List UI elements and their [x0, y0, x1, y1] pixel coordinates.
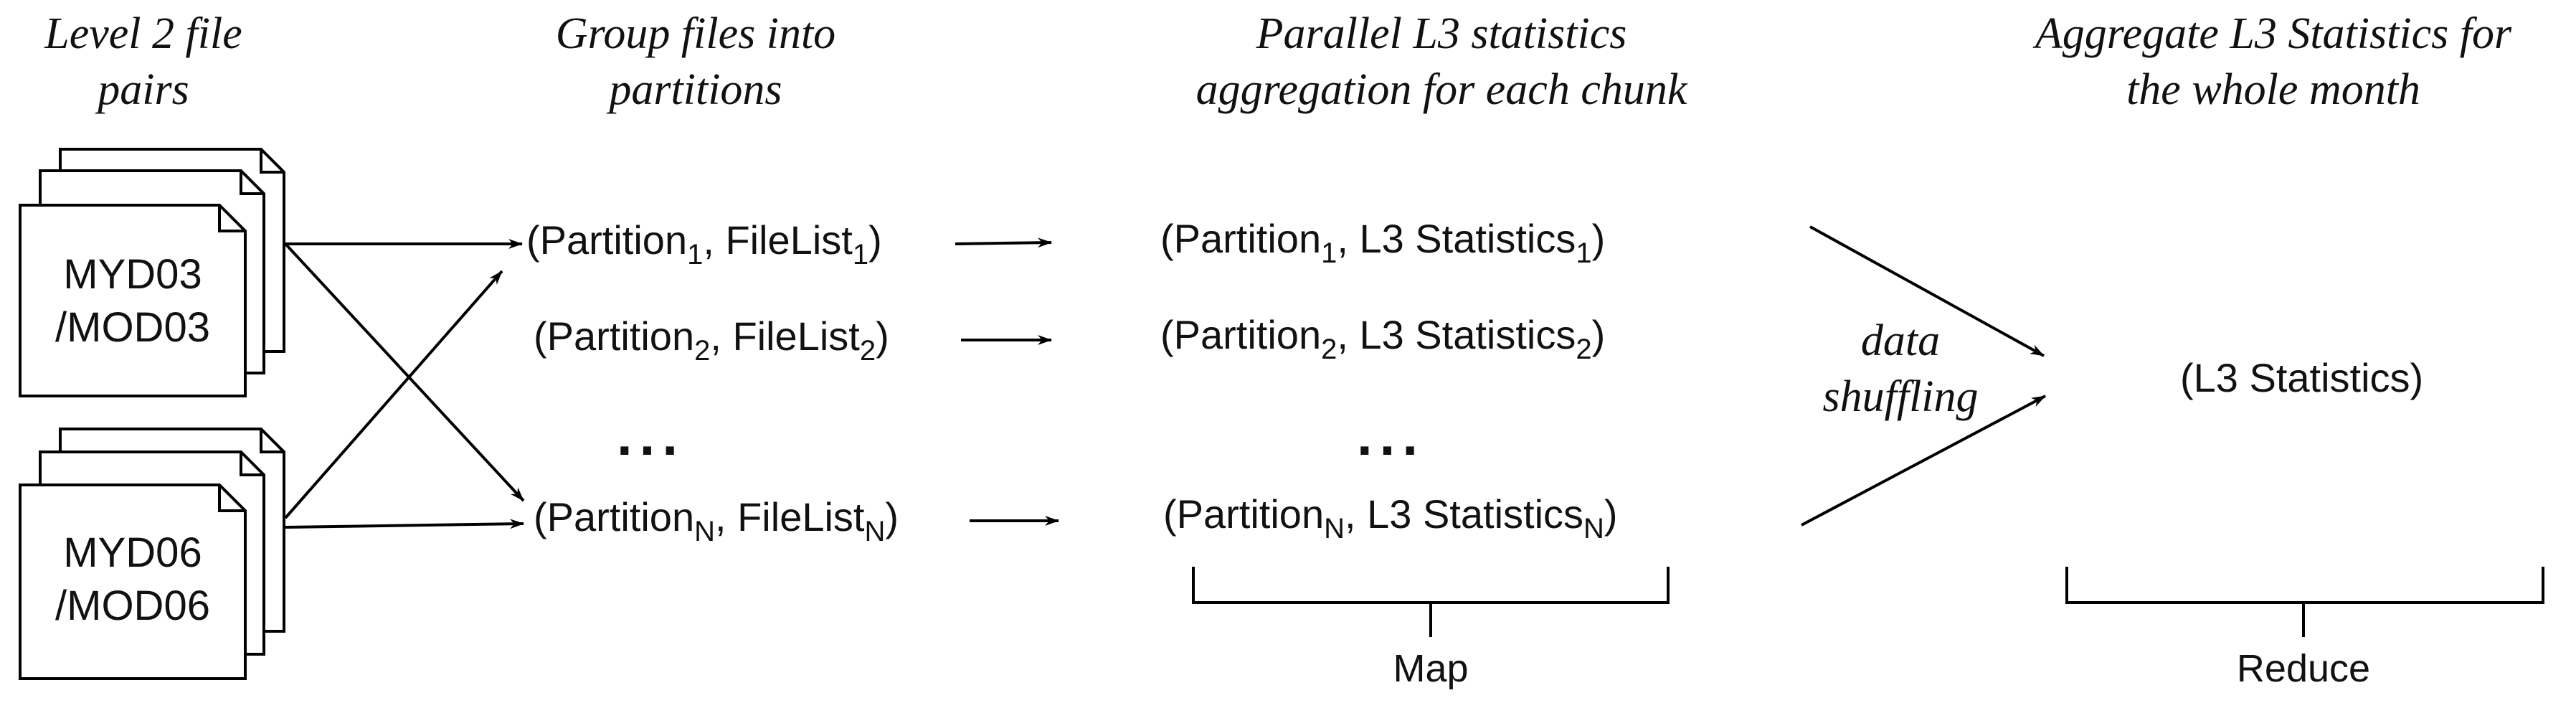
partition-2-open: (Partition [534, 313, 695, 359]
statistics-ellipsis: ... [1357, 404, 1426, 467]
doc-myd03-line1: MYD03 [63, 251, 202, 298]
stats-1-partition-sub: 1 [1321, 237, 1337, 269]
partition-1-mid: , FileList [703, 217, 853, 263]
header-group-files: Group files into partitions [473, 6, 918, 118]
document-label-myd03: MYD03 /MOD03 [20, 248, 245, 354]
aggregated-statistics: (L3 Statistics) [2180, 355, 2424, 400]
map-arrows [955, 237, 1059, 526]
stats-n-close: ) [1604, 491, 1618, 537]
stats-2-mid: , L3 Statistics [1337, 312, 1576, 357]
partition-1-open: (Partition [526, 217, 688, 263]
header-group-line1: Group files into [555, 9, 836, 58]
stats-n-open: (Partition [1163, 491, 1325, 537]
reduce-bracket [2065, 567, 2544, 637]
partition-n-close: ) [885, 494, 899, 539]
header-level2-line1: Level 2 file [44, 9, 242, 58]
doc-myd03-line2: /MOD03 [55, 304, 210, 351]
partition-1-close: ) [868, 217, 882, 263]
filelist-2-sub: 2 [859, 335, 876, 367]
statistics-label-n: (PartitionN, L3 StatisticsN) [1163, 489, 1618, 543]
stats-2-partition-sub: 2 [1321, 334, 1337, 365]
document-label-myd06: MYD06 /MOD06 [20, 527, 245, 633]
document-stack-myd03 [19, 148, 285, 397]
partition-n-open: (Partition [534, 494, 695, 539]
header-group-line2: partitions [609, 65, 782, 114]
stats-1-close: ) [1591, 216, 1606, 261]
partition-label-1: (Partition1, FileList1) [526, 215, 882, 269]
shuffle-line1: data [1860, 316, 1941, 365]
reduce-label: Reduce [2236, 647, 2371, 690]
filelist-1-sub: 1 [852, 239, 869, 270]
stats-n-sub: N [1583, 513, 1604, 544]
statistics-label-1: (Partition1, L3 Statistics1) [1160, 214, 1606, 268]
stats-2-open: (Partition [1160, 312, 1322, 357]
map-bracket [1192, 567, 1670, 637]
partition-2-close: ) [876, 313, 889, 359]
stats-1-open: (Partition [1160, 216, 1322, 261]
shuffle-line2: shuffling [1822, 372, 1979, 421]
stats-n-mid: , L3 Statistics [1344, 491, 1584, 537]
data-shuffling-label: data shuffling [1793, 313, 2008, 425]
header-parallel-line1: Parallel L3 statistics [1256, 9, 1627, 58]
header-parallel-aggregation: Parallel L3 statistics aggregation for e… [1119, 6, 1764, 118]
map-label: Map [1393, 647, 1469, 690]
filelist-n-sub: N [864, 516, 886, 547]
partition-label-2: (Partition2, FileList2) [534, 311, 889, 365]
doc-myd06-line2: /MOD06 [55, 582, 210, 629]
header-level2-line2: pairs [98, 65, 189, 114]
stats-1-mid: , L3 Statistics [1337, 216, 1576, 261]
header-level2-files: Level 2 file pairs [0, 6, 287, 118]
stats-2-sub: 2 [1576, 334, 1592, 365]
document-stack-myd06 [19, 428, 285, 680]
partition-2-mid: , FileList [710, 313, 860, 359]
partition-n-mid: , FileList [714, 494, 865, 539]
partition-1-sub: 1 [687, 239, 704, 270]
partition-label-n: (PartitionN, FileListN) [534, 492, 899, 546]
doc-myd06-line1: MYD06 [63, 529, 202, 576]
partition-2-sub: 2 [694, 335, 711, 367]
header-aggregate-line1: Aggregate L3 Statistics for [2035, 9, 2512, 58]
stats-n-partition-sub: N [1324, 513, 1345, 544]
partition-ellipsis: ... [617, 404, 686, 467]
header-aggregate-month: Aggregate L3 Statistics for the whole mo… [1979, 6, 2567, 118]
grouping-arrows [284, 239, 525, 529]
stats-2-close: ) [1591, 312, 1606, 357]
stats-1-sub: 1 [1576, 237, 1592, 269]
partition-n-sub: N [694, 516, 715, 547]
statistics-label-2: (Partition2, L3 Statistics2) [1160, 310, 1606, 364]
header-parallel-line2: aggregation for each chunk [1195, 65, 1687, 114]
shuffle-arrows [1801, 225, 2046, 527]
header-aggregate-line2: the whole month [2126, 65, 2420, 114]
